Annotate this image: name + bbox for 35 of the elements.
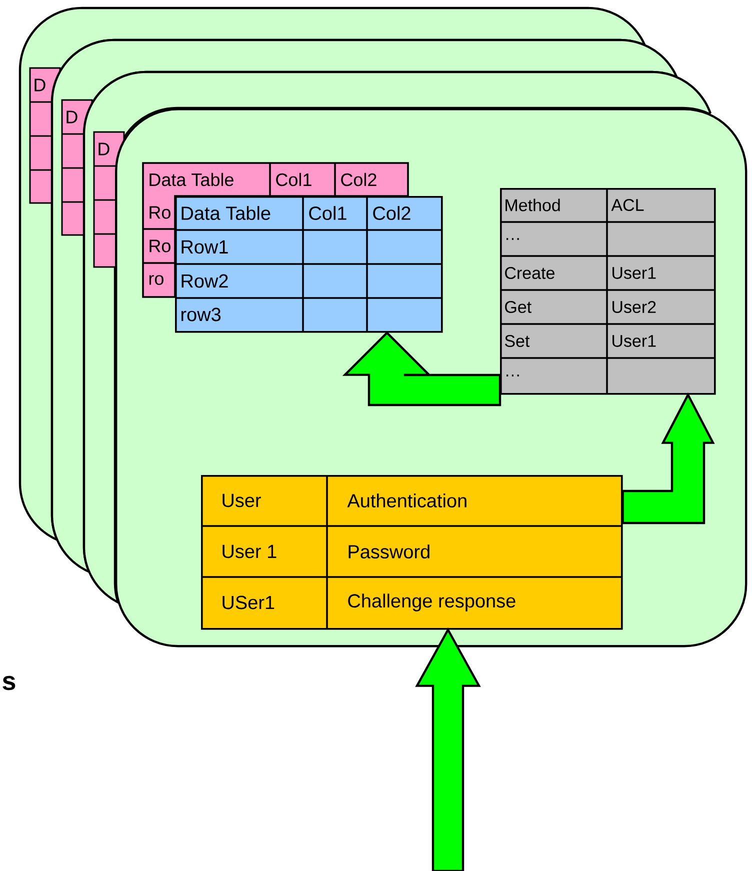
cell-text: Data Table: [182, 206, 270, 220]
cell-text: User: [222, 494, 261, 508]
block-arrow: [342, 331, 502, 406]
cell-text: Row1: [182, 240, 228, 254]
cell-text: row3: [181, 308, 221, 322]
cell-text: Set: [504, 335, 530, 348]
cell-text: Create: [505, 267, 554, 280]
cell-text: User 1: [222, 544, 276, 558]
cell-text: Row2: [182, 274, 228, 288]
label-text: s: [2, 676, 16, 690]
block-arrow: [415, 628, 481, 871]
cell-text: …: [506, 238, 519, 240]
cell-text: D: [66, 110, 78, 124]
cell-text: Ro: [150, 240, 170, 252]
cell-text: Method: [506, 198, 560, 212]
cell-text: Col2: [373, 206, 410, 220]
cell-text: D: [34, 78, 46, 92]
cell-text: User1: [612, 335, 656, 347]
block-arrow: [622, 392, 715, 524]
cell-text: Authentication: [347, 494, 466, 508]
cell-text: Col1: [276, 172, 312, 186]
cell-text: USer1: [222, 596, 274, 610]
cell-text: Col2: [341, 172, 376, 186]
cell-text: Get: [505, 301, 532, 314]
cell-text: …: [506, 374, 519, 376]
cell-text: Challenge response: [348, 594, 516, 612]
cell-text: User1: [612, 267, 656, 279]
cell-text: Col1: [309, 206, 346, 220]
cell-text: User2: [612, 301, 656, 314]
cell-text: D: [98, 142, 110, 156]
cell-text: ACL: [611, 199, 644, 212]
cell-text: Data Table: [150, 172, 234, 186]
cell-text: Password: [348, 544, 430, 558]
cell-text: Ro: [150, 206, 170, 219]
cell-text: ro: [149, 275, 164, 285]
